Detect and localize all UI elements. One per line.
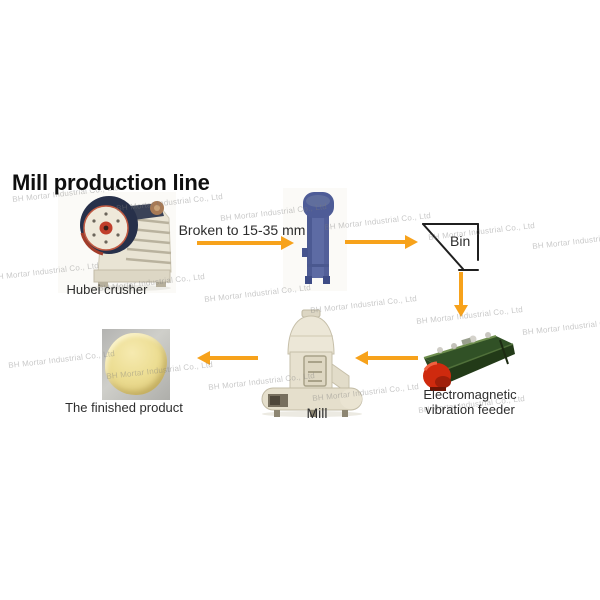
mill-image [261,309,363,417]
watermark-text: BH Mortar Industrial Co., Ltd [415,304,524,327]
watermark-text: BH Mortar Industrial Co., Ltd [521,316,600,338]
arrow-mill-to-product [197,351,258,365]
bucket-elevator-image [302,192,334,284]
product-label: The finished product [65,400,183,415]
mill-label: Mill [306,405,328,421]
arrow-crusher-to-elevator [197,236,294,250]
bin-shape [422,223,479,271]
feeder-label: Electromagnetic vibration feeder [423,387,516,417]
arrow-bin-to-feeder [454,272,468,317]
watermark-text: BH Mortar Industrial Co., Ltd [7,348,116,371]
bin-label: Bin [450,233,471,249]
crusher-label: Hubei crusher [66,282,148,297]
broken-size-label: Broken to 15-35 mm [178,222,306,238]
vibration-feeder-image [423,332,515,391]
jaw-crusher-image [80,196,172,291]
feeder-label-line1: Electromagnetic [423,387,517,402]
feeder-label-line2: vibration feeder [425,402,515,417]
arrow-elevator-to-bin [345,235,418,249]
arrow-feeder-to-mill [355,351,418,365]
watermark-text: BH Mortar Industrial Co., Ltd [531,230,600,252]
finished-product-image [102,329,170,400]
powder-pile [105,333,167,395]
page-title: Mill production line [12,170,210,195]
